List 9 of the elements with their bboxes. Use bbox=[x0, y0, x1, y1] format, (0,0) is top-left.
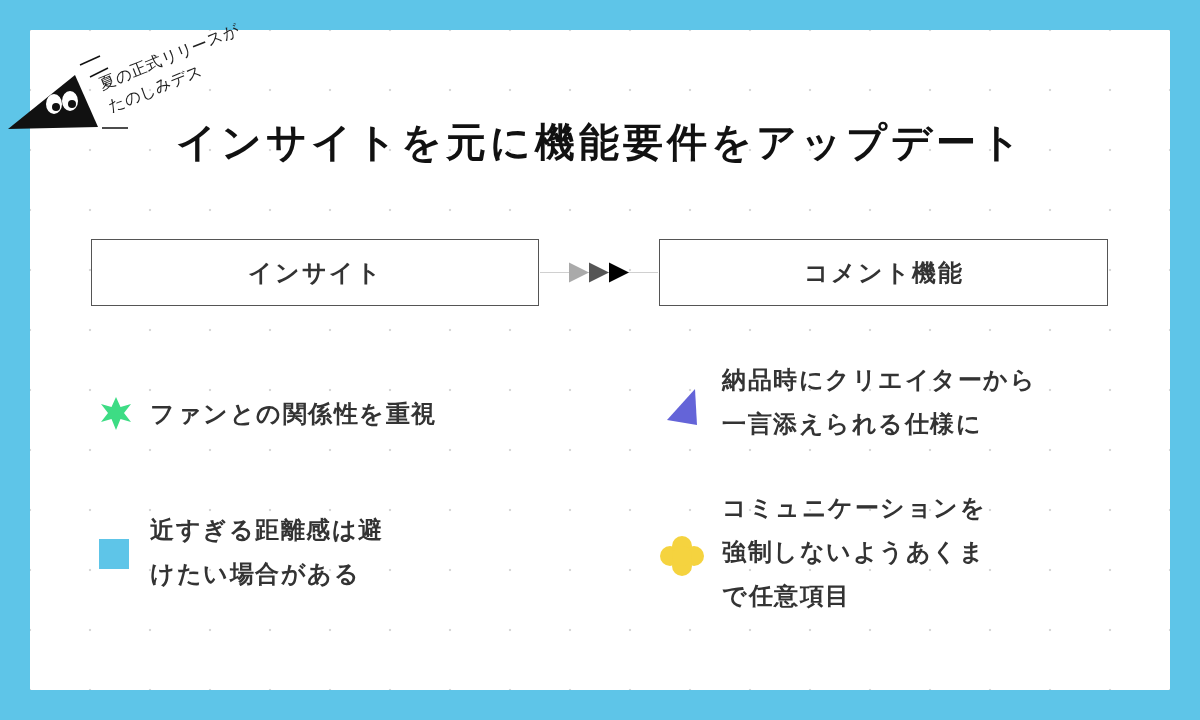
note-text: コミュニケーションを強制しないようあくまで任意項目 bbox=[722, 493, 987, 612]
label-box: インサイト bbox=[91, 239, 539, 306]
label-box: コメント機能 bbox=[659, 239, 1108, 306]
title: インサイトを元に機能要件をアップデート bbox=[174, 118, 1026, 167]
chevron-arrow bbox=[539, 262, 659, 283]
note-text: ファンとの関係性を重視 bbox=[150, 399, 438, 430]
speech-text: 夏の正式リリースがたのしみデス bbox=[96, 19, 243, 118]
note-text: 近すぎる距離感は避けたい場合がある bbox=[150, 515, 385, 590]
note-text: 納品時にクリエイターから一言添えられる仕様に bbox=[722, 365, 1037, 440]
